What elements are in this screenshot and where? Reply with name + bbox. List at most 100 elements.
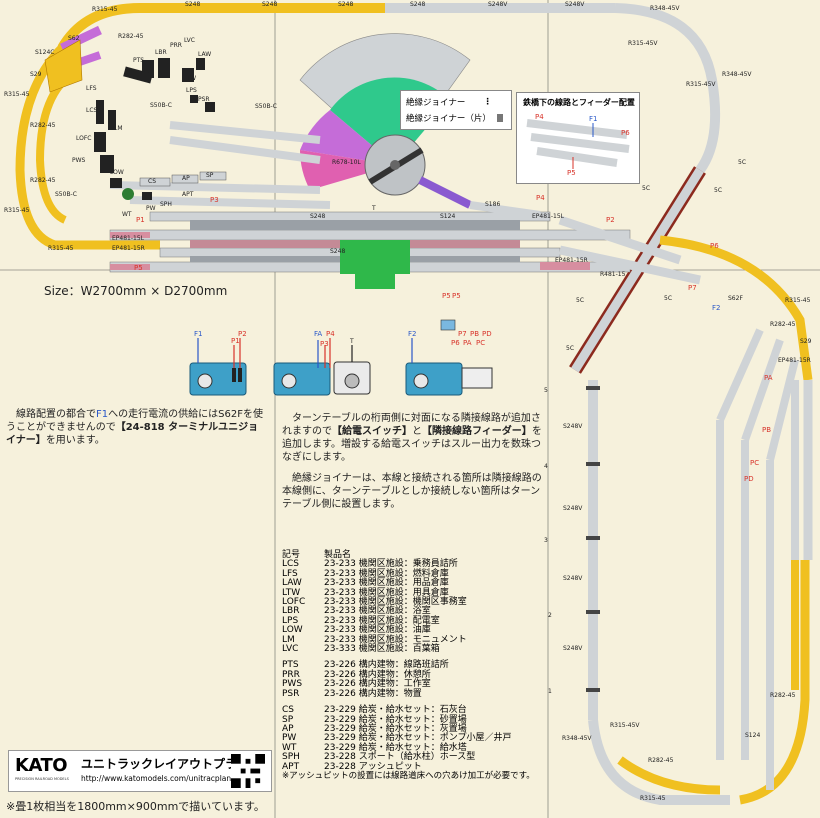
legend-product: 23-233 機関区施設：モニュメント	[324, 634, 467, 645]
legend-product: 23-333 機関区施設：百葉箱	[324, 644, 440, 655]
feeder-label: P7	[688, 284, 697, 292]
track-label: S62	[68, 35, 80, 42]
legend-code: LBR	[282, 606, 300, 617]
legend-head-name: 製品名	[324, 550, 352, 560]
note-text: と	[412, 426, 422, 437]
pier-code: 5C	[664, 295, 672, 302]
qr-code-icon[interactable]	[231, 754, 265, 788]
legend-code: LPS	[282, 615, 299, 626]
joiner-icon: ⋮	[483, 97, 492, 107]
legend-row: PRR 23-226 構内建物：休憩所	[282, 669, 612, 680]
track-label: R282-45	[30, 177, 56, 184]
note-text: ターンテーブルの桁両側に対面になる隣接線路が追加されますので	[282, 413, 541, 437]
feeder-label: P3	[210, 196, 219, 204]
note-product: 【給電スイッチ】	[332, 426, 412, 437]
legend-code: APT	[282, 761, 300, 772]
note-text: 絶縁ジョイナーは、本線と接続される箇所は隣接線路の本線側に、ターンテーブルとしか…	[282, 473, 542, 510]
track-label: R282-45	[30, 122, 56, 129]
feeder-label: PC	[750, 459, 759, 467]
building-label: T	[371, 205, 376, 212]
underpass-inset: 鉄橋下の線路とフィーダー配置 F1 P4 P6 P5	[516, 92, 640, 184]
legend-code: LOFC	[282, 597, 306, 608]
legend-code: SPH	[282, 752, 300, 763]
legend-code: LCS	[282, 559, 300, 570]
plan-title: ユニトラックレイアウトプラン	[81, 757, 250, 771]
track-label: S248V	[563, 575, 583, 582]
kato-tagline: PRECISION RAILROAD MODELS	[15, 777, 69, 781]
pier-code: 5C	[642, 185, 650, 192]
track-label: S124	[440, 213, 455, 220]
legend-product: 23-233 機関区施設：油庫	[324, 625, 431, 636]
track-label: S124C	[35, 49, 54, 56]
track-label: S248	[310, 213, 325, 220]
legend-product: 23-226 構内建物：線路班詰所	[324, 660, 449, 671]
plan-url[interactable]: http://www.katomodels.com/unitracplan/	[81, 774, 234, 783]
legend-product: 23-229 給炭・給水セット：砂置場	[324, 714, 467, 725]
building-label: LM	[114, 125, 123, 132]
legend-code: PRR	[282, 669, 300, 680]
building-label: LTW	[184, 75, 196, 82]
track-label: S50B-C	[150, 102, 172, 109]
underpass-f1: F1	[589, 115, 598, 123]
track-label: R481-15	[600, 271, 626, 278]
pier-number: 5	[544, 387, 548, 394]
track-label: R678-10L	[332, 159, 361, 166]
track-label: R315-45	[48, 245, 74, 252]
right-yellow-lower	[739, 560, 810, 805]
feeder-label: PD	[744, 475, 754, 483]
bottom-yellow	[617, 756, 721, 795]
legend-code: PWS	[282, 679, 303, 690]
legend-product: 23-228 アッシュピット	[324, 761, 422, 772]
track-label: R315-45V	[610, 722, 640, 729]
track-label: S29	[30, 71, 42, 78]
pier-code: 5C	[576, 297, 584, 304]
pier-number: 1	[548, 688, 552, 695]
right-yard	[716, 328, 799, 790]
track-label: R348-45V	[562, 735, 592, 742]
joiner-label: 絶縁ジョイナー	[406, 98, 466, 108]
layout-size: Size：W2700mm × D2700mm	[44, 284, 228, 298]
building-label: PSR	[198, 96, 210, 103]
track-label: S248V	[488, 1, 508, 8]
legend-code: LTW	[282, 587, 301, 598]
note-feeder: F1	[96, 409, 109, 420]
track-label: EP481-15L	[112, 235, 145, 242]
pier-number: 4	[544, 463, 548, 470]
building-label: WT	[122, 211, 132, 218]
building-label: APT	[182, 191, 194, 198]
track-label: S50B-C	[55, 191, 77, 198]
feeder-label: P1	[136, 216, 145, 224]
legend-product: 23-229 給炭・給水セット：給水塔	[324, 742, 467, 753]
controller-label: P2	[238, 330, 247, 338]
building-label: PTS	[133, 57, 144, 64]
legend-product: 23-226 構内建物：休憩所	[324, 669, 431, 680]
scale-note: ※畳1枚相当を1800mm×900mmで描いています。	[6, 800, 265, 813]
joiner-legend: 絶縁ジョイナー ⋮ 絶縁ジョイナー（片）	[400, 90, 512, 130]
feeder-label: PA	[764, 374, 773, 382]
legend-code: LFS	[282, 568, 298, 579]
underpass-diagram	[526, 119, 630, 169]
controller-3: F2 P5 P5 P7 PB PD P6 PA PC	[405, 292, 493, 396]
track-label: EP481-15R	[555, 257, 588, 264]
track-label: R315-45	[4, 207, 30, 214]
note-text: への走行電流の供給にはS62Fを使うことができませんので	[6, 409, 263, 433]
joiner-row: 絶縁ジョイナー ⋮	[406, 96, 492, 108]
legend-product: 23-233 機関区施設：燃料倉庫	[324, 568, 449, 579]
track-label: R315-45V	[686, 81, 716, 88]
joiner-half-label: 絶縁ジョイナー（片）	[406, 114, 491, 124]
controller-label: T	[349, 338, 354, 345]
controller-label: P3	[320, 340, 329, 348]
legend-code: AP	[282, 723, 294, 734]
legend-product: 23-226 構内建物：工作室	[324, 679, 431, 690]
track-label: R282-45	[118, 33, 144, 40]
kato-banner: KATO PRECISION RAILROAD MODELS ユニトラックレイア…	[8, 750, 272, 792]
